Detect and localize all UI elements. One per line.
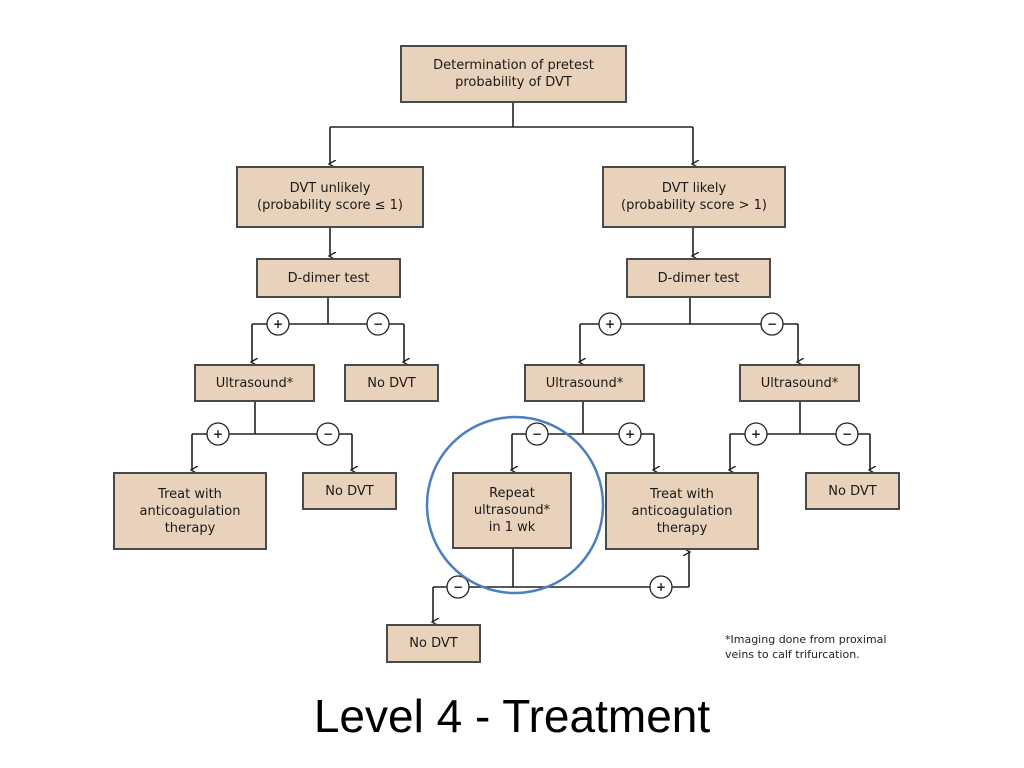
negative-sign xyxy=(366,312,390,336)
positive-sign-label: + xyxy=(751,427,761,441)
treat-anticoagulation-center-node: Treat with anticoagulation therapy xyxy=(605,472,759,550)
positive-sign-label: + xyxy=(273,317,283,331)
ultrasound-likely-positive-node: Ultrasound* xyxy=(524,364,645,402)
positive-sign xyxy=(598,312,622,336)
dvt-unlikely-node: DVT unlikely (probability score ≤ 1) xyxy=(236,166,424,228)
imaging-footnote: *Imaging done from proximal veins to cal… xyxy=(725,633,887,661)
ultrasound-likely-negative-node: Ultrasound* xyxy=(739,364,860,402)
negative-sign-label: − xyxy=(373,317,383,331)
positive-sign-label: + xyxy=(213,427,223,441)
positive-sign xyxy=(649,575,673,599)
negative-sign xyxy=(760,312,784,336)
positive-sign xyxy=(618,422,642,446)
positive-sign-label: + xyxy=(625,427,635,441)
positive-sign xyxy=(266,312,290,336)
negative-sign xyxy=(316,422,340,446)
ultrasound-left-node: Ultrasound* xyxy=(194,364,315,402)
negative-sign-label: − xyxy=(453,580,463,594)
d-dimer-right-node: D-dimer test xyxy=(626,258,771,298)
negative-sign xyxy=(446,575,470,599)
negative-sign-label: − xyxy=(532,427,542,441)
positive-sign-label: + xyxy=(605,317,615,331)
no-dvt-bottom-node: No DVT xyxy=(386,624,481,663)
positive-sign-label: + xyxy=(656,580,666,594)
treat-anticoagulation-left-node: Treat with anticoagulation therapy xyxy=(113,472,267,550)
pretest-probability-node: Determination of pretest probability of … xyxy=(400,45,627,103)
positive-sign xyxy=(206,422,230,446)
no-dvt-d-dimer-node: No DVT xyxy=(344,364,439,402)
slide-title: Level 4 - Treatment xyxy=(313,690,711,742)
negative-sign xyxy=(525,422,549,446)
negative-sign xyxy=(835,422,859,446)
d-dimer-left-node: D-dimer test xyxy=(256,258,401,298)
negative-sign-label: − xyxy=(842,427,852,441)
negative-sign-label: − xyxy=(323,427,333,441)
dvt-likely-node: DVT likely (probability score > 1) xyxy=(602,166,786,228)
no-dvt-ultrasound-left-node: No DVT xyxy=(302,472,397,510)
negative-sign-label: − xyxy=(767,317,777,331)
highlight-circle xyxy=(425,415,605,595)
positive-sign xyxy=(744,422,768,446)
no-dvt-right-node: No DVT xyxy=(805,472,900,510)
repeat-ultrasound-node: Repeat ultrasound* in 1 wk xyxy=(452,472,572,549)
